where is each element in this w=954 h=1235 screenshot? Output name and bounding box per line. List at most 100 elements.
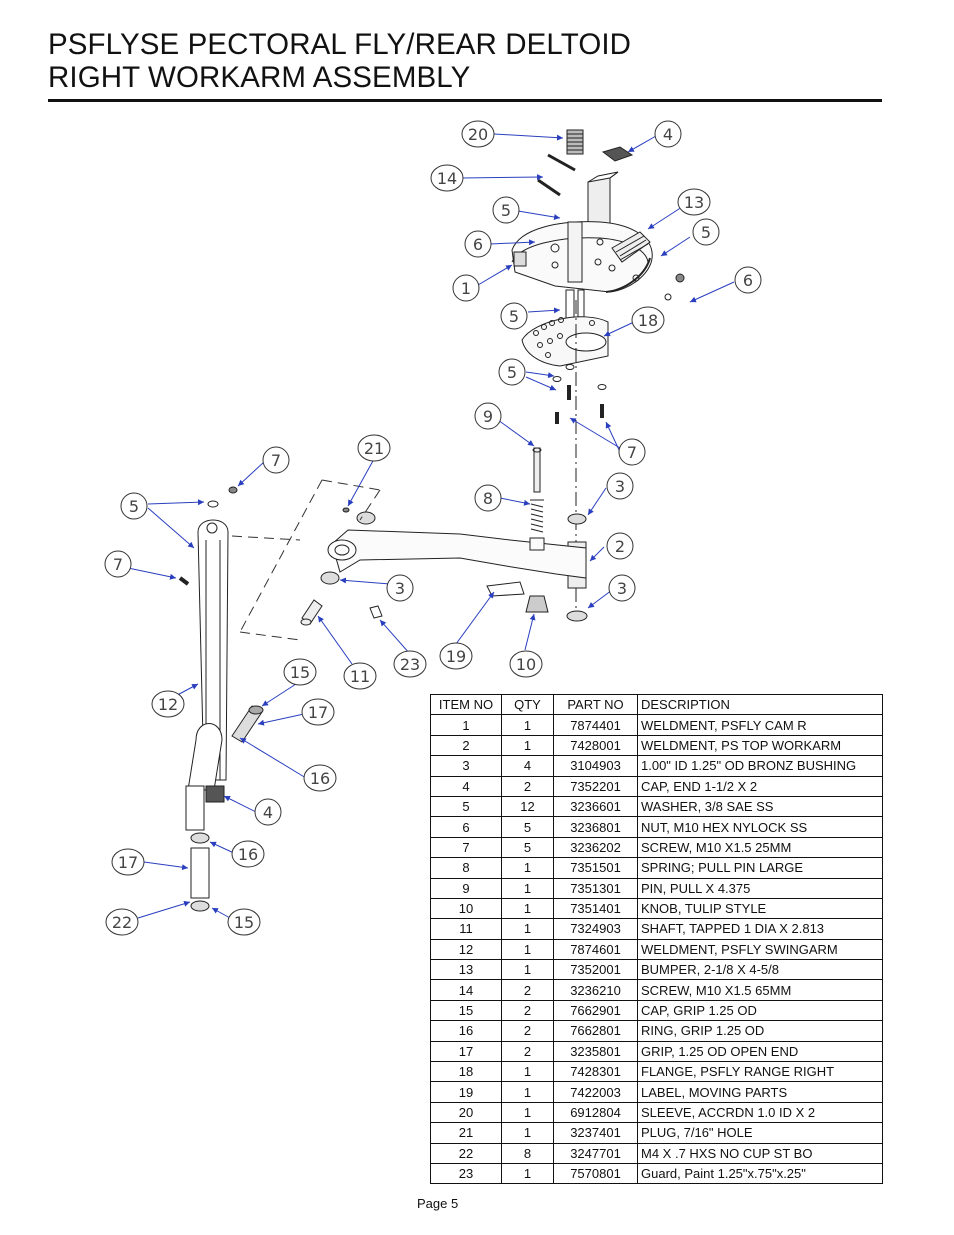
svg-text:5: 5 <box>701 223 711 242</box>
cell-qty: 1 <box>501 1081 554 1103</box>
page-title: PSFLYSE PECTORAL FLY/REAR DELTOID RIGHT … <box>48 28 631 94</box>
svg-text:8: 8 <box>483 489 493 508</box>
cell-description: M4 X .7 HXS NO CUP ST BO <box>637 1142 883 1164</box>
svg-text:18: 18 <box>638 311 658 330</box>
col-header-part-no: PART NO <box>553 693 638 716</box>
cell-item-no: 4 <box>430 775 502 797</box>
cell-part-no: 6912804 <box>553 1101 638 1124</box>
cell-qty: 1 <box>501 1162 554 1185</box>
cell-part-no: 7874401 <box>553 714 638 736</box>
cell-qty: 2 <box>501 979 554 1001</box>
cell-item-no: 9 <box>430 877 502 899</box>
cell-item-no: 18 <box>430 1061 502 1083</box>
cell-qty: 1 <box>501 857 554 879</box>
cell-description: NUT, M10 HEX NYLOCK SS <box>637 816 883 838</box>
cell-part-no: 7428001 <box>553 734 638 757</box>
cell-part-no: 3104903 <box>553 755 638 777</box>
col-header-item-no: ITEM NO <box>430 693 502 716</box>
svg-text:4: 4 <box>663 125 673 144</box>
cell-qty: 4 <box>501 755 554 777</box>
cell-description: LABEL, MOVING PARTS <box>637 1081 883 1103</box>
cell-qty: 1 <box>501 959 554 981</box>
cell-qty: 1 <box>501 734 554 757</box>
svg-text:3: 3 <box>617 579 627 598</box>
cell-item-no: 5 <box>430 795 502 818</box>
cell-description: PLUG, 7/16" HOLE <box>637 1122 883 1144</box>
cell-part-no: 7351401 <box>553 897 638 920</box>
cell-item-no: 21 <box>430 1122 502 1144</box>
cell-item-no: 22 <box>430 1142 502 1164</box>
svg-text:17: 17 <box>118 853 138 872</box>
cell-part-no: 3247701 <box>553 1142 638 1164</box>
svg-text:5: 5 <box>129 497 139 516</box>
cell-qty: 2 <box>501 1020 554 1042</box>
cell-qty: 5 <box>501 836 554 859</box>
cell-qty: 1 <box>501 714 554 736</box>
cell-part-no: 3236210 <box>553 979 638 1001</box>
svg-text:17: 17 <box>308 703 328 722</box>
cell-qty: 1 <box>501 1101 554 1124</box>
cell-item-no: 16 <box>430 1020 502 1042</box>
cell-part-no: 7352201 <box>553 775 638 797</box>
cell-item-no: 19 <box>430 1081 502 1103</box>
svg-text:16: 16 <box>238 845 258 864</box>
cell-qty: 12 <box>501 795 554 818</box>
cell-description: WELDMENT, PSFLY SWINGARM <box>637 938 883 961</box>
svg-text:15: 15 <box>234 913 254 932</box>
exploded-assembly-diagram: 20 4 14 13 5 5 6 1 6 5 18 5 9 7 21 7 3 8… <box>104 120 762 936</box>
cell-item-no: 13 <box>430 959 502 981</box>
cell-description: SPRING; PULL PIN LARGE <box>637 857 883 879</box>
cell-qty: 1 <box>501 1061 554 1083</box>
cell-qty: 5 <box>501 816 554 838</box>
cell-qty: 1 <box>501 897 554 920</box>
cell-qty: 1 <box>501 877 554 899</box>
cell-qty: 2 <box>501 1040 554 1063</box>
cell-item-no: 1 <box>430 714 502 736</box>
cell-part-no: 7422003 <box>553 1081 638 1103</box>
col-header-qty: QTY <box>501 693 554 716</box>
cell-description: PIN, PULL X 4.375 <box>637 877 883 899</box>
cell-part-no: 7351501 <box>553 857 638 879</box>
cell-part-no: 3237401 <box>553 1122 638 1144</box>
svg-text:5: 5 <box>509 307 519 326</box>
cell-item-no: 20 <box>430 1101 502 1124</box>
cell-description: GRIP, 1.25 OD OPEN END <box>637 1040 883 1063</box>
cell-item-no: 17 <box>430 1040 502 1063</box>
cell-description: SLEEVE, ACCRDN 1.0 ID X 2 <box>637 1101 883 1124</box>
svg-text:5: 5 <box>507 363 517 382</box>
cell-description: FLANGE, PSFLY RANGE RIGHT <box>637 1061 883 1083</box>
cell-part-no: 7324903 <box>553 918 638 940</box>
cell-description: Guard, Paint 1.25"x.75"x.25" <box>637 1162 883 1185</box>
cell-part-no: 7351301 <box>553 877 638 899</box>
cell-part-no: 7352001 <box>553 959 638 981</box>
cell-item-no: 6 <box>430 816 502 838</box>
swing-arm-part <box>185 519 264 912</box>
cell-part-no: 3236202 <box>553 836 638 859</box>
cell-description: CAP, END 1-1/2 X 2 <box>637 775 883 797</box>
top-workarm-part <box>327 529 587 579</box>
cell-description: WASHER, 3/8 SAE SS <box>637 795 883 818</box>
cell-item-no: 23 <box>430 1162 502 1185</box>
svg-text:7: 7 <box>627 443 637 462</box>
cell-part-no: 3235801 <box>553 1040 638 1063</box>
cell-item-no: 7 <box>430 836 502 859</box>
svg-text:19: 19 <box>446 647 466 666</box>
cell-qty: 2 <box>501 775 554 797</box>
svg-text:2: 2 <box>615 537 625 556</box>
cell-description: SCREW, M10 X1.5 25MM <box>637 836 883 859</box>
